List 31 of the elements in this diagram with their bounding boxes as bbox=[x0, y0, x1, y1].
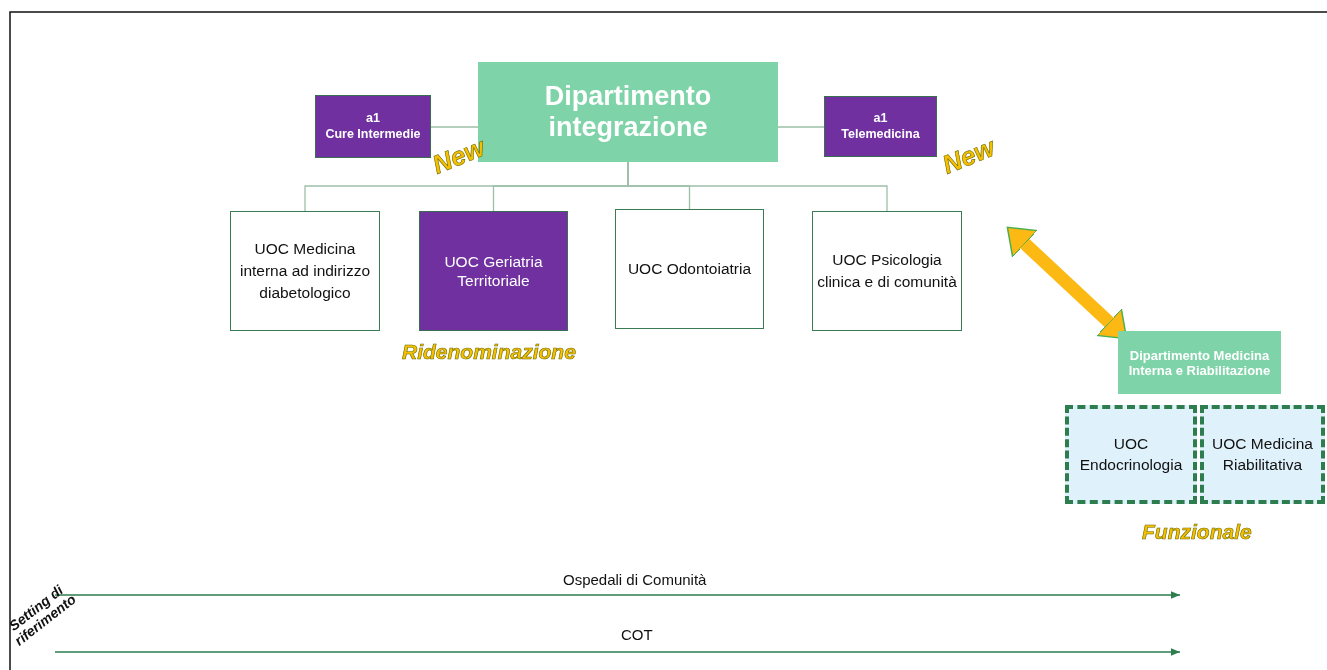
annotation-text: Ridenominazione bbox=[402, 340, 576, 364]
node-text: Cure Intermedie bbox=[324, 126, 422, 143]
unit-box bbox=[315, 95, 431, 158]
connector-line bbox=[430, 126, 479, 128]
annotation-text: New bbox=[428, 131, 490, 181]
timeline-label: COT bbox=[621, 626, 653, 643]
node-text: Dipartimento integrazione bbox=[543, 81, 713, 143]
connector-line bbox=[777, 126, 825, 128]
timeline-label: Ospedali di Comunità bbox=[563, 571, 707, 588]
department-box bbox=[1118, 331, 1281, 394]
dashed-unit-box bbox=[1065, 405, 1197, 504]
unit-box bbox=[230, 211, 380, 331]
node-text: UOC Medicina Riabilitativa bbox=[1211, 433, 1314, 475]
node-text: UOC Endocrinologia bbox=[1078, 433, 1184, 475]
unit-box bbox=[615, 209, 764, 329]
unit-box bbox=[419, 211, 568, 331]
label-text: Funzionale bbox=[1142, 520, 1252, 544]
node-text: Telemedicina bbox=[840, 126, 921, 143]
dashed-unit-box bbox=[1200, 405, 1325, 504]
node-text: Dipartimento Medicina Interna e Riabilitazione bbox=[1127, 347, 1272, 378]
connector-line bbox=[627, 161, 888, 212]
unit-box bbox=[824, 96, 937, 157]
node-text: UOC Geriatria Territoriale bbox=[443, 251, 544, 291]
unit-box bbox=[812, 211, 962, 331]
node-text: UOC Medicina interna ad indirizzo diabetologico bbox=[238, 239, 372, 303]
node-text: UOC Odontoiatria bbox=[626, 259, 753, 280]
node-text: UOC Psicologia clinica e di comunità bbox=[816, 250, 958, 292]
node-text: a1 bbox=[872, 110, 889, 127]
double-arrow bbox=[1006, 226, 1128, 340]
node-text: a1 bbox=[365, 110, 381, 127]
annotation-text: New bbox=[938, 131, 1000, 181]
